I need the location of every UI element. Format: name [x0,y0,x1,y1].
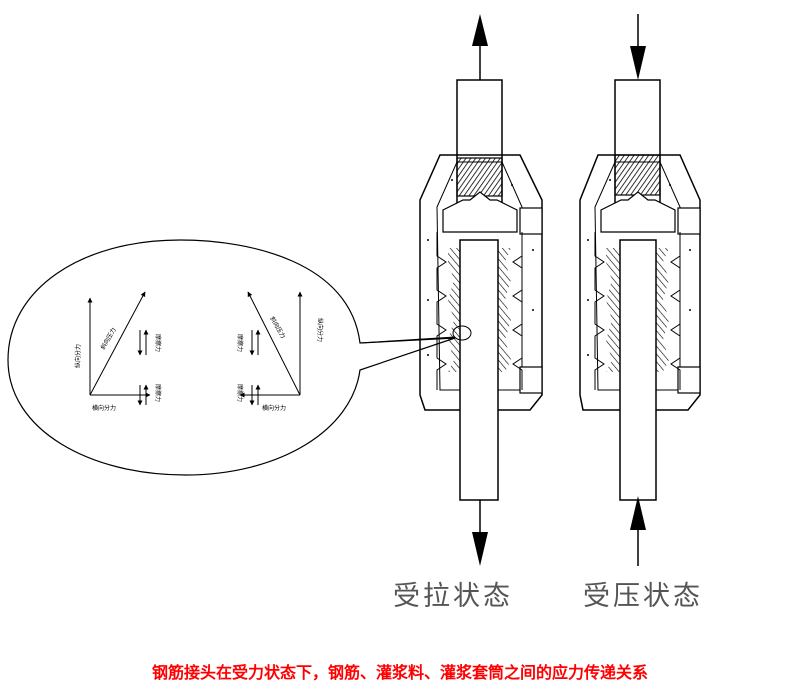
upper-thread-c [614,154,661,196]
horizontal-component-label-r: 横向分力 [262,404,286,412]
figure-caption: 钢筋接头在受力状态下，钢筋、灌浆料、灌浆套筒之间的应力传递关系 [151,663,648,682]
top-arrowhead-up [472,14,488,46]
force-diagram-right: 纵向分力 斜向压力 横向分力 摩擦力 摩擦力 [236,291,324,412]
friction-label-upper: 摩擦力 [154,334,162,352]
sleeve-ribs-right-c [670,232,681,390]
detail-marker [452,325,472,341]
sleeve-outer [419,154,543,411]
vertical-component-label: 纵向分力 [74,344,82,368]
tension-state-label: 受拉状态 [393,581,513,612]
vertical-component-label-r: 纵向分力 [316,318,324,342]
sleeve-ribs-left-c [594,232,605,390]
bottom-arrowhead-up [630,496,646,530]
grout-right [498,248,511,372]
tension-sleeve [419,14,543,566]
callout-leader [359,336,456,344]
friction-label-upper-r: 摩擦力 [236,334,244,352]
grout-inlet-port [519,366,543,394]
grout-left-c [606,248,620,372]
grout-outlet-port-c [677,207,701,235]
sleeve-ribs-right [512,232,523,390]
diagonal-force-label-r: 斜向压力 [268,315,287,340]
diagonal-force-label: 斜向压力 [99,326,118,351]
sleeve-ribs-left [436,232,447,390]
grout-left [448,248,460,372]
sleeve-neck-c [600,191,676,233]
grout-sleeve-diagram: 纵向分力 斜向压力 横向分力 摩擦力 摩擦力 纵向分力 斜向压力 横向分力 摩擦… [7,14,701,566]
compression-sleeve [579,14,701,566]
bottom-arrowhead-down [472,532,488,566]
lower-rebar [459,239,499,501]
horizontal-component-label: 横向分力 [92,404,116,412]
lower-rebar-c [619,239,657,501]
top-arrowhead-down [630,46,646,80]
compression-state-label: 受压状态 [583,581,703,612]
friction-label-lower: 摩擦力 [154,384,162,402]
grout-right-c [656,248,669,372]
friction-label-lower-r: 摩擦力 [236,384,244,402]
upper-thread [456,157,503,197]
grout-inlet-port-c [677,366,701,394]
force-diagram-left: 纵向分力 斜向压力 横向分力 摩擦力 摩擦力 [74,291,162,412]
sleeve-neck [442,191,518,233]
grout-outlet-port [519,207,543,235]
detail-callout: 纵向分力 斜向压力 横向分力 摩擦力 摩擦力 纵向分力 斜向压力 横向分力 摩擦… [7,239,456,476]
sleeve-outer-c [579,154,701,411]
callout-bubble [7,239,456,476]
